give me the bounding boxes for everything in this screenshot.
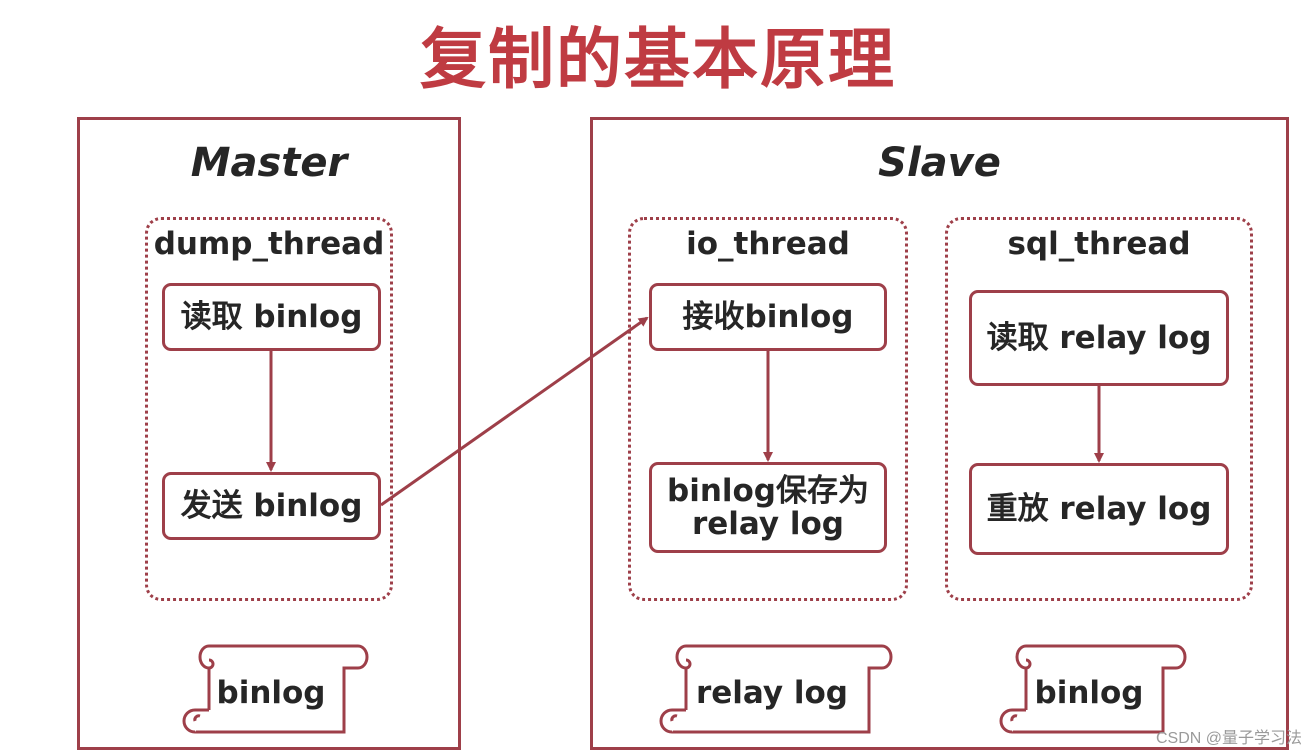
dump-thread-group: dump_thread (145, 217, 393, 601)
watermark: CSDN @量子学习法 (1155, 730, 1302, 747)
master-binlog-scroll-icon (182, 644, 369, 734)
replay-relay-log-step: 重放 relay log (969, 463, 1229, 555)
page-title: 复制的基本原理 (420, 21, 896, 98)
master-title: Master (190, 140, 348, 186)
sql-thread-label: sql_thread (1007, 226, 1191, 262)
save-step-line2: relay log (691, 505, 845, 542)
relay-log-label: relay log (695, 675, 849, 711)
sql-thread-group: sql_thread (945, 217, 1253, 601)
save-step-line1: binlog保存为 (667, 472, 869, 509)
send-binlog-step: 发送 binlog (162, 472, 381, 540)
arrow-send-to-receive (380, 316, 649, 507)
dump-thread-label: dump_thread (153, 226, 385, 262)
relay-log-scroll-icon (659, 644, 893, 734)
io-thread-label: io_thread (686, 226, 850, 262)
read-relay-log-step: 读取 relay log (969, 290, 1229, 386)
slave-binlog-label: binlog (1034, 675, 1144, 711)
slave-binlog-scroll-icon (999, 644, 1187, 734)
read-binlog-step: 读取 binlog (162, 283, 381, 351)
master-binlog-label: binlog (216, 675, 326, 711)
receive-binlog-step: 接收binlog (649, 283, 887, 351)
save-as-relay-log-step: binlog保存为 relay log (649, 462, 887, 553)
slave-title: Slave (878, 140, 1001, 186)
io-thread-group: io_thread (628, 217, 908, 601)
